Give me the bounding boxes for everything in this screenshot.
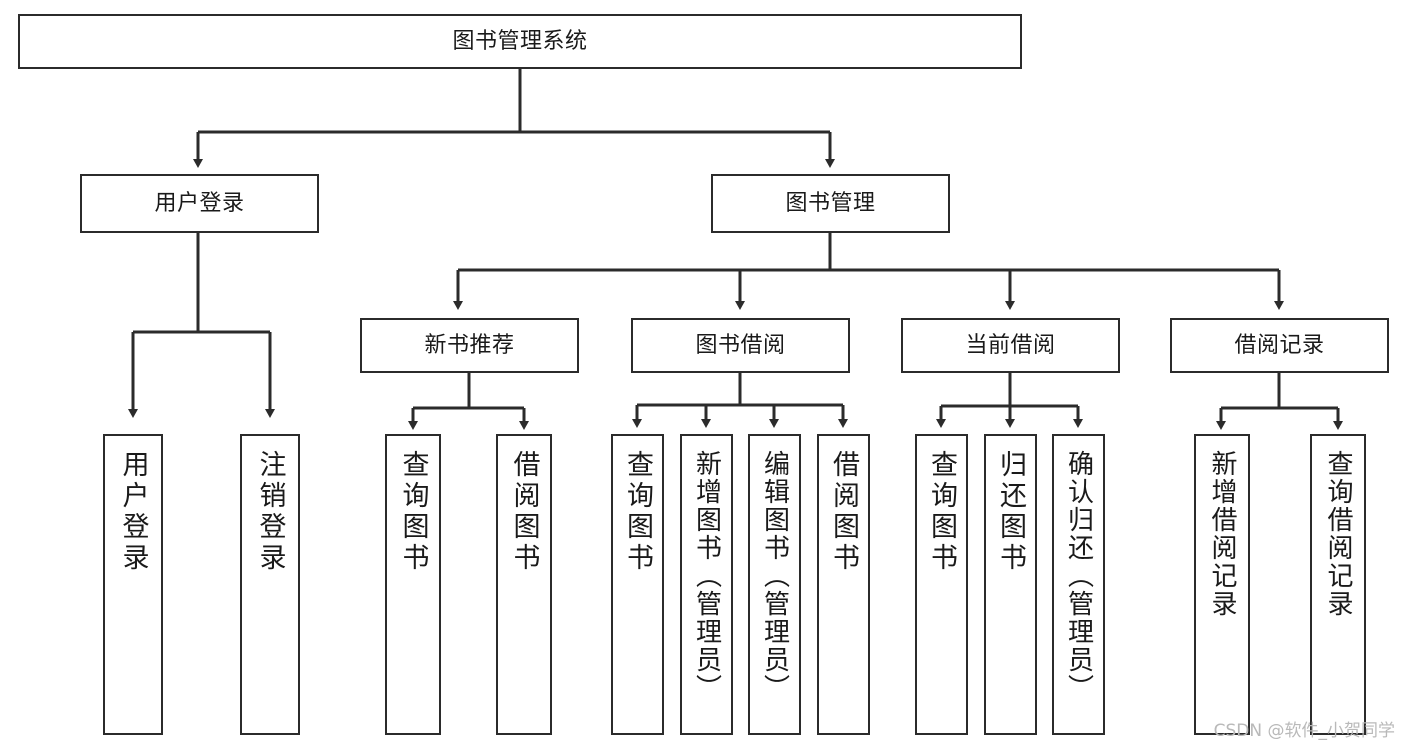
leaf-borrow-query-book[interactable]: 查询图书 (611, 434, 664, 735)
leaf-current-return-book[interactable]: 归还图书 (984, 434, 1037, 735)
node-current-borrow[interactable]: 当前借阅 (901, 318, 1120, 373)
leaf-label: 查询图书 (926, 450, 957, 574)
leaf-label: 用户登录 (117, 450, 149, 574)
node-root[interactable]: 图书管理系统 (18, 14, 1022, 69)
leaf-recommend-borrow-book[interactable]: 借阅图书 (496, 434, 552, 735)
node-book-management-label: 图书管理 (785, 190, 876, 216)
node-book-borrow[interactable]: 图书借阅 (631, 318, 850, 373)
node-book-borrow-label: 图书借阅 (695, 332, 786, 358)
leaf-user-login-login[interactable]: 用户登录 (103, 434, 163, 735)
leaf-label: 新增图书（管理员） (691, 450, 722, 702)
leaf-label: 归还图书 (995, 450, 1026, 574)
node-book-management[interactable]: 图书管理 (711, 174, 950, 233)
node-new-book-recommend-label: 新书推荐 (424, 332, 515, 358)
leaf-label: 注销登录 (254, 450, 286, 574)
node-user-login[interactable]: 用户登录 (80, 174, 319, 233)
node-borrow-record-label: 借阅记录 (1234, 332, 1325, 358)
leaf-label: 新增借阅记录 (1207, 450, 1237, 618)
leaf-user-login-logout[interactable]: 注销登录 (240, 434, 300, 735)
leaf-label: 编辑图书（管理员） (759, 450, 790, 702)
node-root-label: 图书管理系统 (452, 28, 588, 54)
leaf-borrow-add-book-admin[interactable]: 新增图书（管理员） (680, 434, 733, 735)
leaf-borrow-edit-book-admin[interactable]: 编辑图书（管理员） (748, 434, 801, 735)
node-user-login-label: 用户登录 (154, 190, 245, 216)
node-new-book-recommend[interactable]: 新书推荐 (360, 318, 579, 373)
leaf-record-add-record[interactable]: 新增借阅记录 (1194, 434, 1250, 735)
node-current-borrow-label: 当前借阅 (965, 332, 1056, 358)
leaf-label: 查询图书 (622, 450, 653, 574)
csdn-watermark: CSDN @软件_小贺同学 (1213, 721, 1395, 741)
leaf-current-confirm-return-admin[interactable]: 确认归还（管理员） (1052, 434, 1105, 735)
leaf-label: 查询借阅记录 (1323, 450, 1353, 618)
leaf-recommend-query-book[interactable]: 查询图书 (385, 434, 441, 735)
leaf-record-query-record[interactable]: 查询借阅记录 (1310, 434, 1366, 735)
leaf-label: 借阅图书 (828, 450, 859, 574)
leaf-label: 查询图书 (397, 450, 429, 574)
leaf-label: 借阅图书 (508, 450, 540, 574)
node-borrow-record[interactable]: 借阅记录 (1170, 318, 1389, 373)
leaf-label: 确认归还（管理员） (1063, 450, 1094, 702)
leaf-borrow-borrow-book[interactable]: 借阅图书 (817, 434, 870, 735)
leaf-current-query-book[interactable]: 查询图书 (915, 434, 968, 735)
